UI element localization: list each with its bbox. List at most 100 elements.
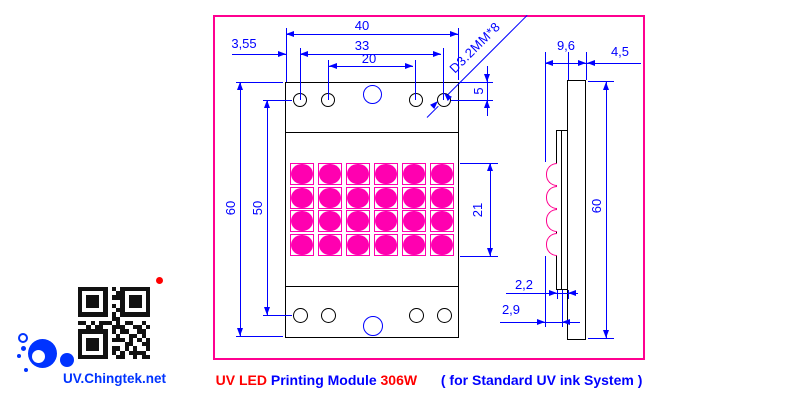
arrowhead: [578, 60, 586, 66]
dim-line-50: [267, 100, 268, 315]
arrowhead: [286, 31, 294, 37]
front-bottom-section-line: [285, 286, 459, 287]
led-cell: [374, 163, 398, 186]
logo-dot: [24, 368, 28, 372]
mount-hole: [409, 308, 424, 323]
led-cell: [402, 186, 426, 209]
led-cell: [318, 163, 342, 186]
arrowhead: [450, 31, 458, 37]
ext-line: [451, 100, 493, 101]
ext-line: [568, 290, 569, 299]
arrowhead: [264, 100, 270, 108]
arrowhead: [487, 248, 493, 256]
led-cell: [318, 210, 342, 233]
arrowhead: [237, 82, 243, 90]
drawing-caption: UV LED Printing Module 306W ( for Standa…: [213, 372, 645, 388]
dim-text-22: 2,2: [514, 277, 534, 292]
led-cell: [290, 233, 314, 256]
led-cell: [430, 233, 454, 256]
arrowhead: [603, 330, 609, 338]
logo-dot: [17, 354, 21, 358]
lens-bump: [546, 162, 557, 186]
dim-line-96: [545, 63, 586, 64]
led-cell: [430, 186, 454, 209]
led-cell: [346, 210, 370, 233]
mount-hole: [437, 93, 451, 107]
caption-note: ( for Standard UV ink System ): [440, 372, 643, 388]
arrowhead: [237, 328, 243, 336]
mount-hole: [293, 308, 308, 323]
mount-hole: [437, 308, 452, 323]
qr-code: [78, 287, 150, 359]
arrowhead: [549, 290, 557, 296]
arrowhead: [329, 63, 337, 69]
dim-line-60-side: [606, 82, 607, 338]
led-cell: [402, 210, 426, 233]
led-cell: [402, 163, 426, 186]
dim-line-5: [487, 66, 488, 116]
arrowhead: [264, 307, 270, 315]
logo-ring-circle: [18, 333, 28, 343]
led-cell: [430, 210, 454, 233]
led-cell: [290, 210, 314, 233]
dim-text-96: 9,6: [556, 38, 576, 53]
mount-hole: [321, 308, 336, 323]
led-cell: [290, 186, 314, 209]
arrowhead: [545, 60, 553, 66]
led-cell: [346, 233, 370, 256]
arrowhead: [587, 60, 595, 66]
ext-line: [300, 48, 301, 100]
ext-line: [588, 338, 614, 339]
arrowhead: [568, 290, 576, 296]
website-link[interactable]: UV.Chingtek.net: [63, 371, 167, 386]
arrowhead: [537, 319, 545, 325]
led-cell: [402, 233, 426, 256]
dim-text-20: 20: [361, 51, 377, 66]
arrowhead: [300, 51, 308, 57]
logo-dot: [21, 346, 26, 351]
ext-line: [236, 336, 283, 337]
dim-line-45: [587, 63, 641, 64]
dim-text-21: 21: [470, 202, 485, 218]
drawing-border-frame: [213, 15, 645, 360]
ext-line: [458, 28, 459, 80]
ext-line: [328, 60, 329, 100]
dim-text-60-side: 60: [589, 198, 604, 214]
led-cell: [318, 186, 342, 209]
dim-line-60: [240, 82, 241, 336]
red-dot-marker: [156, 277, 163, 284]
dim-text-29: 2,9: [501, 302, 521, 317]
dim-text-355: 3,55: [231, 36, 257, 51]
ext-line: [460, 256, 498, 257]
dim-line-33: [300, 54, 441, 55]
led-cell: [290, 163, 314, 186]
dim-text-50: 50: [250, 200, 265, 216]
led-cell: [346, 163, 370, 186]
arrowhead: [603, 82, 609, 90]
dim-text-40: 40: [354, 18, 370, 33]
ext-line: [586, 52, 587, 80]
ext-line: [236, 82, 283, 83]
arrowhead: [487, 163, 493, 171]
led-cell: [374, 233, 398, 256]
dim-line-22: [506, 293, 578, 294]
logo-medium-circle: [60, 353, 74, 367]
arrowhead: [433, 51, 441, 57]
ext-line: [286, 28, 287, 82]
side-view-body: [567, 80, 586, 340]
dim-text-5: 5: [471, 87, 486, 95]
led-cell: [318, 233, 342, 256]
ext-line: [545, 256, 546, 327]
dim-line-355: [232, 54, 286, 55]
ext-line: [460, 163, 498, 164]
ext-line: [545, 52, 546, 162]
dim-text-60: 60: [223, 200, 238, 216]
caption-wattage: 306W: [380, 372, 418, 388]
front-top-section-line: [285, 132, 459, 133]
arrowhead: [484, 100, 490, 108]
dim-line-20: [329, 66, 413, 67]
arrowhead: [562, 319, 570, 325]
dim-text-45: 4,5: [610, 44, 630, 59]
ext-line: [557, 290, 558, 299]
